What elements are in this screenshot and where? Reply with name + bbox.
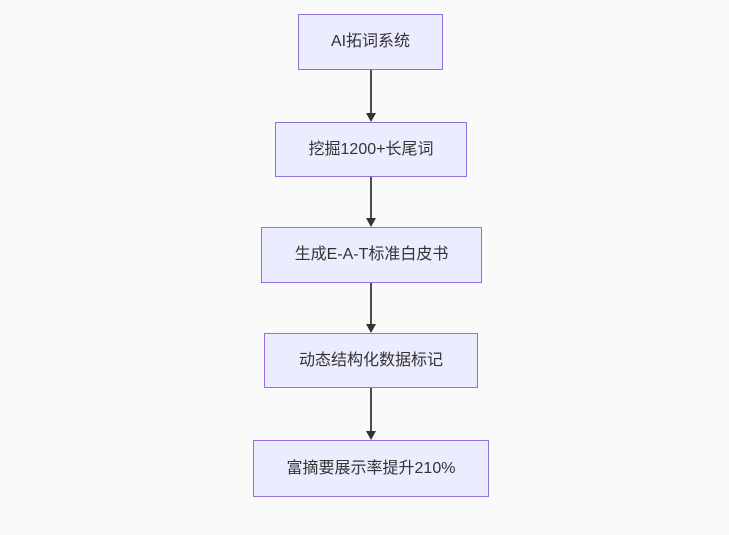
flow-arrow-1: [364, 70, 378, 122]
arrow-line: [370, 388, 372, 431]
arrow-line: [370, 283, 372, 324]
arrow-line: [370, 70, 372, 113]
arrow-head-icon: [366, 431, 376, 440]
arrow-head-icon: [366, 113, 376, 122]
flow-node-label: 生成E-A-T标准白皮书: [294, 246, 449, 264]
flow-node-structured-data: 动态结构化数据标记: [264, 333, 478, 388]
flow-node-eat-whitepaper: 生成E-A-T标准白皮书: [261, 227, 482, 283]
flow-node-label: 富摘要展示率提升210%: [286, 459, 456, 477]
flow-node-label: 挖掘1200+长尾词: [308, 140, 434, 158]
flow-arrow-4: [364, 388, 378, 440]
flow-node-longtail-mining: 挖掘1200+长尾词: [275, 122, 467, 177]
arrow-line: [370, 177, 372, 218]
arrow-head-icon: [366, 218, 376, 227]
arrow-head-icon: [366, 324, 376, 333]
flow-arrow-3: [364, 283, 378, 333]
flow-arrow-2: [364, 177, 378, 227]
flow-node-rich-snippet-result: 富摘要展示率提升210%: [253, 440, 489, 497]
flow-node-label: AI拓词系统: [330, 33, 411, 51]
flow-node-ai-word-system: AI拓词系统: [298, 14, 443, 70]
flow-node-label: 动态结构化数据标记: [298, 351, 443, 369]
